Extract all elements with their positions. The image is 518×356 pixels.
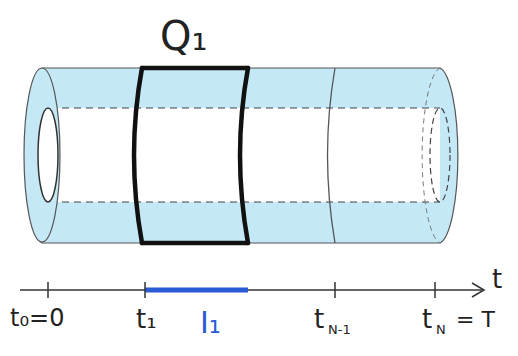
- hidden-outer-end: [422, 68, 440, 243]
- hidden-edge: [50, 107, 440, 108]
- tick-label: t: [422, 306, 432, 332]
- tick-label: t: [314, 306, 324, 332]
- tick-label: t₀=0: [10, 306, 64, 330]
- tube-body: [26, 68, 458, 243]
- tick-subscript: N: [436, 323, 446, 336]
- hidden-edge: [50, 201, 440, 202]
- hidden-inner-end: [430, 108, 450, 202]
- ring-line: [328, 68, 336, 243]
- interval-segment: [145, 288, 248, 293]
- tick-label: t₁: [136, 306, 157, 332]
- section-name: Q₁: [160, 16, 208, 56]
- time-axis: [20, 289, 482, 291]
- tick-subscript: N-1: [328, 323, 351, 336]
- tick-label: = T: [456, 309, 495, 331]
- interval-name: I₁: [200, 308, 221, 338]
- axis-ticks: [48, 282, 435, 298]
- axis-name: t: [492, 266, 502, 292]
- end-hole: [38, 108, 58, 202]
- axis-arrowhead: [472, 283, 484, 297]
- end-face: [24, 68, 60, 242]
- q1-section: [134, 68, 248, 243]
